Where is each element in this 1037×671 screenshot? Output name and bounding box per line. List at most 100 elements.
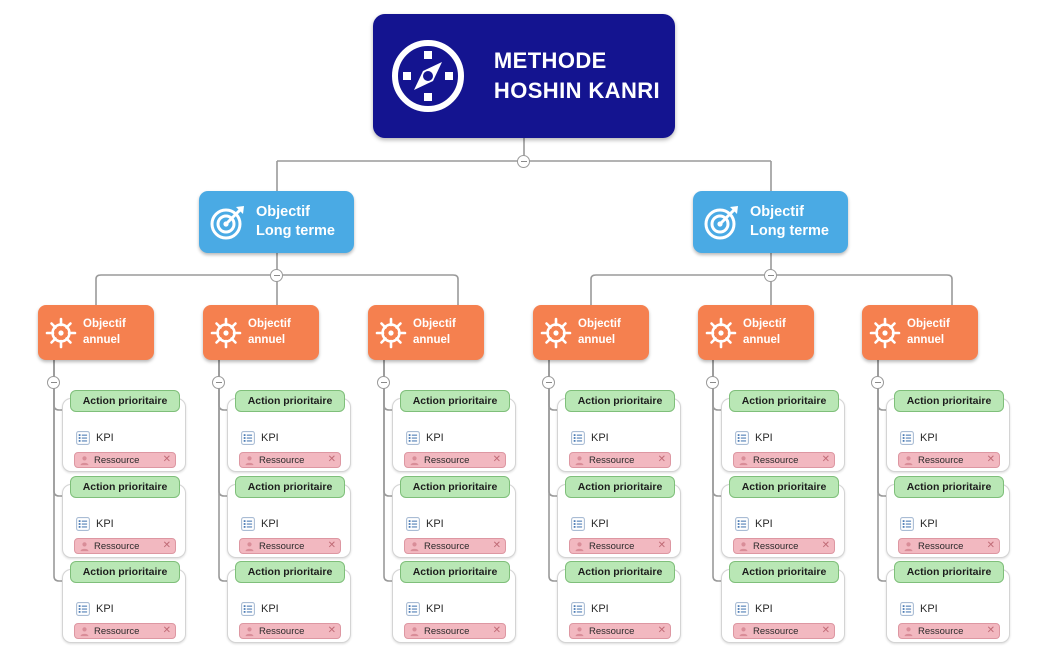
resource-pill[interactable]: Ressource✕ — [404, 538, 506, 554]
annual-objective-node-2[interactable]: Objectif annuel — [203, 305, 319, 360]
resource-pill[interactable]: Ressource✕ — [404, 452, 506, 468]
action-card-header[interactable]: Action prioritaire — [894, 390, 1004, 412]
kpi-row[interactable]: KPI — [406, 431, 444, 445]
kpi-row[interactable]: KPI — [571, 602, 609, 616]
action-card[interactable]: Action prioritaire KPI Ressource✕ — [392, 476, 516, 558]
action-card[interactable]: Action prioritaire KPI Ressource✕ — [227, 561, 351, 643]
resource-pill[interactable]: Ressource✕ — [733, 452, 835, 468]
kpi-row[interactable]: KPI — [900, 602, 938, 616]
action-card-header[interactable]: Action prioritaire — [70, 390, 180, 412]
action-card[interactable]: Action prioritaire KPI Ressource✕ — [721, 476, 845, 558]
close-x-icon[interactable]: ✕ — [327, 454, 336, 465]
root-node-methode-hoshin-kanri[interactable]: METHODE HOSHIN KANRI — [373, 14, 675, 138]
minus-circle-icon[interactable] — [377, 376, 390, 389]
annual-objective-node-4[interactable]: Objectif annuel — [533, 305, 649, 360]
action-card[interactable]: Action prioritaire KPI Ressource✕ — [392, 561, 516, 643]
action-card-header[interactable]: Action prioritaire — [729, 476, 839, 498]
kpi-row[interactable]: KPI — [735, 431, 773, 445]
close-x-icon[interactable]: ✕ — [986, 540, 995, 551]
resource-pill[interactable]: Ressource✕ — [733, 538, 835, 554]
resource-pill[interactable]: Ressource✕ — [404, 623, 506, 639]
close-x-icon[interactable]: ✕ — [986, 625, 995, 636]
close-x-icon[interactable]: ✕ — [657, 454, 666, 465]
resource-pill[interactable]: Ressource✕ — [569, 452, 671, 468]
kpi-row[interactable]: KPI — [241, 602, 279, 616]
kpi-row[interactable]: KPI — [571, 431, 609, 445]
kpi-row[interactable]: KPI — [900, 517, 938, 531]
close-x-icon[interactable]: ✕ — [327, 540, 336, 551]
action-card-header[interactable]: Action prioritaire — [729, 561, 839, 583]
annual-objective-node-1[interactable]: Objectif annuel — [38, 305, 154, 360]
action-card[interactable]: Action prioritaire KPI Ressource✕ — [392, 390, 516, 472]
close-x-icon[interactable]: ✕ — [657, 625, 666, 636]
resource-pill[interactable]: Ressource✕ — [733, 623, 835, 639]
action-card-header[interactable]: Action prioritaire — [400, 390, 510, 412]
close-x-icon[interactable]: ✕ — [162, 625, 171, 636]
kpi-row[interactable]: KPI — [406, 517, 444, 531]
minus-circle-icon[interactable] — [47, 376, 60, 389]
action-card-header[interactable]: Action prioritaire — [400, 476, 510, 498]
resource-pill[interactable]: Ressource✕ — [74, 452, 176, 468]
action-card-header[interactable]: Action prioritaire — [70, 476, 180, 498]
action-card-header[interactable]: Action prioritaire — [235, 561, 345, 583]
action-card[interactable]: Action prioritaire KPI Ressource✕ — [62, 390, 186, 472]
close-x-icon[interactable]: ✕ — [162, 540, 171, 551]
resource-pill[interactable]: Ressource✕ — [239, 623, 341, 639]
action-card[interactable]: Action prioritaire KPI Ressource✕ — [557, 561, 681, 643]
kpi-row[interactable]: KPI — [241, 431, 279, 445]
action-card-header[interactable]: Action prioritaire — [565, 561, 675, 583]
action-card[interactable]: Action prioritaire KPI Ressource✕ — [886, 390, 1010, 472]
close-x-icon[interactable]: ✕ — [986, 454, 995, 465]
action-card[interactable]: Action prioritaire KPI Ressource✕ — [227, 390, 351, 472]
minus-circle-icon[interactable] — [212, 376, 225, 389]
action-card-header[interactable]: Action prioritaire — [894, 561, 1004, 583]
minus-circle-icon[interactable] — [517, 155, 530, 168]
kpi-row[interactable]: KPI — [76, 517, 114, 531]
action-card[interactable]: Action prioritaire KPI Ressource✕ — [886, 476, 1010, 558]
resource-pill[interactable]: Ressource✕ — [74, 623, 176, 639]
action-card[interactable]: Action prioritaire KPI Ressource✕ — [62, 561, 186, 643]
kpi-row[interactable]: KPI — [735, 517, 773, 531]
action-card[interactable]: Action prioritaire KPI Ressource✕ — [886, 561, 1010, 643]
resource-pill[interactable]: Ressource✕ — [239, 452, 341, 468]
resource-pill[interactable]: Ressource✕ — [569, 538, 671, 554]
long-term-objective-node-2[interactable]: Objectif Long terme — [693, 191, 848, 253]
action-card-header[interactable]: Action prioritaire — [235, 390, 345, 412]
close-x-icon[interactable]: ✕ — [821, 540, 830, 551]
kpi-row[interactable]: KPI — [76, 431, 114, 445]
minus-circle-icon[interactable] — [764, 269, 777, 282]
kpi-row[interactable]: KPI — [900, 431, 938, 445]
annual-objective-node-6[interactable]: Objectif annuel — [862, 305, 978, 360]
minus-circle-icon[interactable] — [706, 376, 719, 389]
action-card-header[interactable]: Action prioritaire — [565, 390, 675, 412]
close-x-icon[interactable]: ✕ — [327, 625, 336, 636]
close-x-icon[interactable]: ✕ — [162, 454, 171, 465]
resource-pill[interactable]: Ressource✕ — [898, 452, 1000, 468]
close-x-icon[interactable]: ✕ — [492, 540, 501, 551]
action-card-header[interactable]: Action prioritaire — [565, 476, 675, 498]
long-term-objective-node-1[interactable]: Objectif Long terme — [199, 191, 354, 253]
action-card[interactable]: Action prioritaire KPI Ressource✕ — [721, 561, 845, 643]
kpi-row[interactable]: KPI — [241, 517, 279, 531]
action-card[interactable]: Action prioritaire KPI Ressource✕ — [721, 390, 845, 472]
annual-objective-node-3[interactable]: Objectif annuel — [368, 305, 484, 360]
resource-pill[interactable]: Ressource✕ — [74, 538, 176, 554]
close-x-icon[interactable]: ✕ — [492, 625, 501, 636]
action-card[interactable]: Action prioritaire KPI Ressource✕ — [227, 476, 351, 558]
resource-pill[interactable]: Ressource✕ — [898, 623, 1000, 639]
kpi-row[interactable]: KPI — [571, 517, 609, 531]
action-card-header[interactable]: Action prioritaire — [729, 390, 839, 412]
kpi-row[interactable]: KPI — [735, 602, 773, 616]
close-x-icon[interactable]: ✕ — [657, 540, 666, 551]
minus-circle-icon[interactable] — [542, 376, 555, 389]
close-x-icon[interactable]: ✕ — [492, 454, 501, 465]
resource-pill[interactable]: Ressource✕ — [569, 623, 671, 639]
annual-objective-node-5[interactable]: Objectif annuel — [698, 305, 814, 360]
kpi-row[interactable]: KPI — [76, 602, 114, 616]
minus-circle-icon[interactable] — [871, 376, 884, 389]
resource-pill[interactable]: Ressource✕ — [898, 538, 1000, 554]
action-card[interactable]: Action prioritaire KPI Ressource✕ — [557, 390, 681, 472]
action-card-header[interactable]: Action prioritaire — [235, 476, 345, 498]
action-card[interactable]: Action prioritaire KPI Ressource✕ — [62, 476, 186, 558]
close-x-icon[interactable]: ✕ — [821, 454, 830, 465]
